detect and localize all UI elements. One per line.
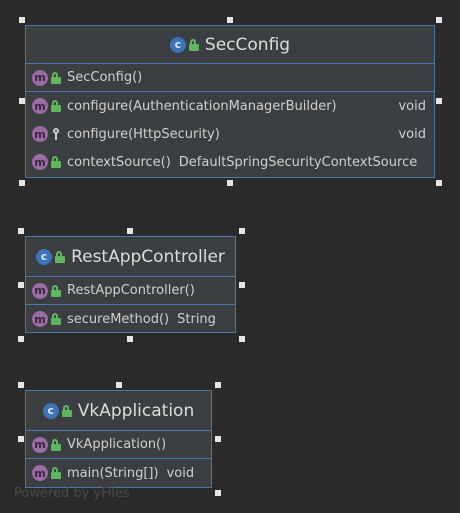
class-header: c RestAppController	[26, 237, 235, 277]
selection-handle[interactable]	[215, 490, 221, 496]
selection-handle[interactable]	[239, 336, 245, 342]
class-node-vkapplication[interactable]: c VkApplication m VkApplication() m main…	[25, 390, 212, 488]
class-header: c SecConfig	[26, 26, 434, 64]
method-row[interactable]: m configure(HttpSecurity) void	[26, 120, 434, 148]
class-name: VkApplication	[77, 400, 195, 421]
selection-handle[interactable]	[239, 282, 245, 288]
protected-key-icon	[51, 128, 61, 140]
public-lock-icon	[51, 284, 61, 297]
class-name: SecConfig	[204, 34, 291, 55]
public-lock-icon	[51, 100, 61, 112]
selection-handle[interactable]	[19, 180, 25, 186]
class-node-restappcontroller[interactable]: c RestAppController m RestAppController(…	[25, 236, 236, 333]
selection-handle[interactable]	[116, 382, 122, 388]
class-icon: c	[169, 36, 186, 53]
selection-handle[interactable]	[436, 98, 442, 104]
class-node-secconfig[interactable]: c SecConfig m SecConfig() m configure(Au…	[25, 25, 435, 178]
method-name: contextSource()	[67, 154, 171, 170]
selection-handle[interactable]	[18, 228, 24, 234]
watermark: Powered by yFiles	[14, 486, 130, 501]
constructor-row[interactable]: m VkApplication()	[26, 431, 211, 459]
constructor-name: SecConfig()	[67, 70, 143, 85]
constructor-name: VkApplication()	[67, 437, 167, 452]
method-row[interactable]: m configure(AuthenticationManagerBuilder…	[26, 92, 434, 120]
method-icon: m	[32, 436, 48, 453]
public-lock-icon	[51, 467, 61, 479]
class-icon: c	[36, 248, 53, 265]
selection-handle[interactable]	[18, 436, 24, 442]
method-icon: m	[32, 69, 48, 86]
selection-handle[interactable]	[436, 180, 442, 186]
selection-handle[interactable]	[215, 436, 221, 442]
public-lock-icon	[188, 38, 199, 51]
constructor-name: RestAppController()	[67, 283, 195, 298]
method-row[interactable]: m contextSource() DefaultSpringSecurityC…	[26, 148, 434, 176]
method-return-type: void	[398, 98, 426, 114]
method-icon: m	[32, 126, 48, 142]
constructor-row[interactable]: m RestAppController()	[26, 277, 235, 305]
method-return-type: DefaultSpringSecurityContextSource	[178, 154, 418, 170]
class-name: RestAppController	[71, 246, 225, 267]
method-icon: m	[32, 154, 48, 170]
method-row[interactable]: m main(String[]) void	[26, 459, 211, 487]
public-lock-icon	[61, 404, 72, 417]
selection-handle[interactable]	[239, 228, 245, 234]
method-icon: m	[32, 282, 48, 299]
method-return-type: void	[166, 465, 195, 481]
method-name: configure(HttpSecurity)	[67, 126, 220, 142]
method-return-type: String	[177, 311, 216, 327]
spring-boot-class-icon: c	[42, 402, 59, 419]
method-return-type: void	[398, 126, 426, 142]
constructor-row[interactable]: m SecConfig()	[26, 64, 434, 92]
public-lock-icon	[51, 313, 61, 325]
method-name: main(String[])	[67, 465, 159, 481]
method-icon: m	[32, 311, 48, 327]
method-icon: m	[32, 98, 48, 114]
method-name: secureMethod()	[67, 311, 170, 327]
selection-handle[interactable]	[19, 98, 25, 104]
public-lock-icon	[51, 71, 61, 84]
selection-handle[interactable]	[127, 336, 133, 342]
selection-handle[interactable]	[227, 180, 233, 186]
selection-handle[interactable]	[436, 17, 442, 23]
method-row[interactable]: m secureMethod() String	[26, 305, 235, 333]
method-name: configure(AuthenticationManagerBuilder)	[67, 98, 337, 114]
selection-handle[interactable]	[227, 17, 233, 23]
selection-handle[interactable]	[19, 17, 25, 23]
class-header: c VkApplication	[26, 391, 211, 431]
static-method-icon: m	[32, 465, 48, 481]
selection-handle[interactable]	[18, 282, 24, 288]
public-lock-icon	[55, 250, 66, 263]
public-lock-icon	[51, 438, 61, 451]
selection-handle[interactable]	[18, 336, 24, 342]
selection-handle[interactable]	[215, 382, 221, 388]
selection-handle[interactable]	[18, 382, 24, 388]
selection-handle[interactable]	[127, 228, 133, 234]
public-lock-icon	[51, 156, 61, 168]
